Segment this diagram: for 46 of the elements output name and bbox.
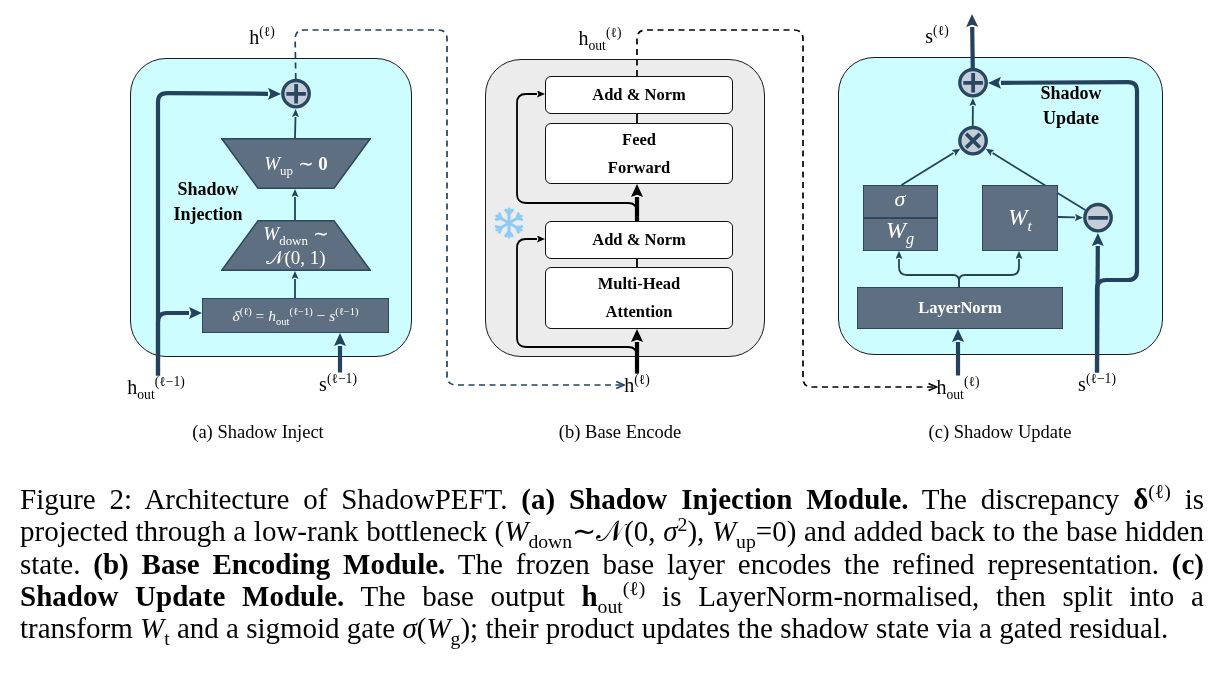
layer-box: Feed Forward — [545, 123, 733, 184]
dashed-arrow — [294, 29, 626, 390]
math-label: h$^{(ℓ)}$ — [624, 373, 650, 397]
weight-trapezoid: W$_{down}$ ∼ 𝒩(0, 1) — [221, 220, 371, 271]
arrow — [516, 90, 638, 222]
add-operator: ⊕ — [281, 79, 311, 109]
multiply-operator: ⊗ — [958, 126, 988, 156]
panel-title: Shadow Update — [1039, 82, 1103, 130]
math-label: W$_{g}$ — [884, 216, 916, 251]
arrow — [631, 184, 643, 221]
layer-box: Multi-Head Attention — [545, 267, 733, 329]
add-operator: ⊕ — [958, 68, 988, 98]
arrow — [969, 98, 977, 127]
arrow — [291, 271, 299, 299]
arrow — [952, 329, 964, 376]
normalization-box: LayerNorm — [857, 287, 1063, 329]
subfigure-caption: (b) Base Encode — [558, 421, 682, 443]
arrow — [900, 148, 961, 186]
arrow — [1057, 213, 1083, 221]
math-label: σ — [893, 186, 907, 214]
connector-line — [636, 113, 638, 124]
arrow — [516, 235, 638, 375]
math-label: s$^{(ℓ−1)}$ — [1078, 372, 1116, 396]
arrow — [334, 333, 346, 373]
module-panel — [838, 57, 1163, 355]
subtract-operator: ⊖ — [1083, 203, 1113, 233]
layer-box: Add & Norm — [545, 76, 733, 114]
arrow — [291, 189, 299, 221]
arrow — [966, 14, 979, 69]
weight-box: W$_{t}$ — [982, 185, 1058, 251]
subfigure-caption: (c) Shadow Update — [928, 421, 1072, 443]
module-panel — [130, 58, 412, 357]
arrow — [155, 87, 281, 376]
connector-line — [636, 258, 638, 268]
module-panel — [485, 59, 765, 357]
arrow — [631, 329, 643, 374]
arrow — [988, 76, 1140, 373]
math-label: s$^{(ℓ−1)}$ — [319, 372, 357, 396]
dashed-arrow — [636, 29, 938, 392]
arrow — [985, 148, 1087, 211]
arrow — [958, 251, 1023, 288]
subfigure-caption: (a) Shadow Inject — [192, 421, 324, 443]
layer-box: Add & Norm — [545, 221, 733, 259]
arrow — [292, 109, 299, 139]
formula-box: δ$^{(ℓ)}$ = h$_{out}$$^{(ℓ−1)}$ − s$^{(ℓ−1)}$ — [202, 298, 389, 333]
gate-box — [863, 185, 938, 251]
